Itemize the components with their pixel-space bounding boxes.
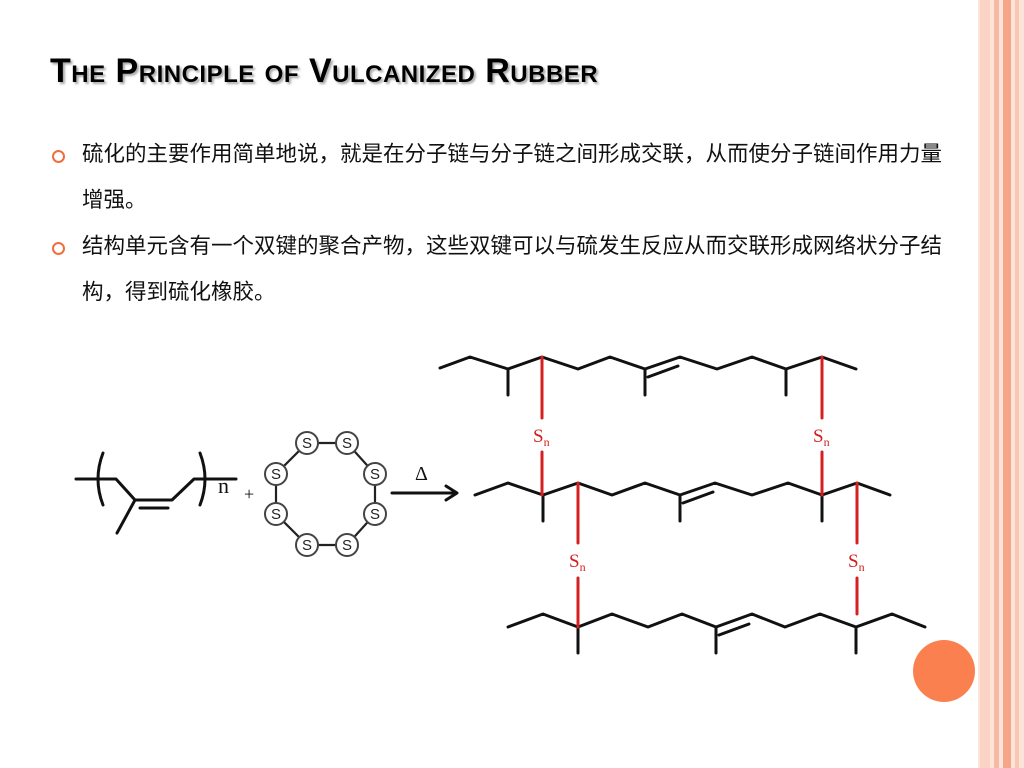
- bullet-text: 硫化的主要作用简单地说，就是在分子链与分子链之间形成交联，从而使分子链间作用力量…: [82, 142, 943, 213]
- sulfur-label: S: [271, 466, 281, 483]
- sulfur-label: S: [302, 435, 312, 452]
- sulfur-atom: [335, 431, 359, 455]
- sulfur-atom: [264, 462, 288, 486]
- sulfur-atom: [295, 533, 319, 557]
- sulfur-label: S: [342, 435, 352, 452]
- sulfur-label: S: [302, 537, 312, 554]
- sulfur-atom: [363, 462, 387, 486]
- sulfur-label: S: [370, 466, 380, 483]
- repeat-subscript: n: [218, 473, 229, 498]
- crosslink-label: Sn: [569, 551, 586, 574]
- sulfur-atom: [295, 431, 319, 455]
- crosslink-label: Sn: [813, 426, 830, 449]
- sulfur-atom: [264, 502, 288, 526]
- decorative-stripes: [978, 0, 1024, 768]
- bullet-item: 硫化的主要作用简单地说，就是在分子链与分子链之间形成交联，从而使分子链间作用力量…: [50, 132, 945, 224]
- bullet-ring-icon: [52, 242, 65, 255]
- sulfur-atom: [363, 502, 387, 526]
- sulfur-label: S: [342, 537, 352, 554]
- vulcanization-diagram: S S S S S S S S n + Δ Sn Sn Sn Sn: [74, 355, 927, 655]
- bullet-text: 结构单元含有一个双键的聚合产物，这些双键可以与硫发生反应从而交联形成网络状分子结…: [82, 234, 943, 305]
- sulfur-label: S: [271, 506, 281, 523]
- heat-symbol: Δ: [415, 463, 428, 485]
- bullet-item: 结构单元含有一个双键的聚合产物，这些双键可以与硫发生反应从而交联形成网络状分子结…: [50, 224, 945, 316]
- sulfur-label: S: [370, 506, 380, 523]
- bullet-list: 硫化的主要作用简单地说，就是在分子链与分子链之间形成交联，从而使分子链间作用力量…: [50, 132, 945, 316]
- crosslink-label: Sn: [848, 551, 865, 574]
- sulfur-atom: [335, 533, 359, 557]
- decorative-orange-circle: [913, 640, 975, 702]
- bullet-ring-icon: [52, 150, 65, 163]
- slide-title: The Principle of Vulcanized Rubber: [50, 52, 599, 90]
- crosslink-label: Sn: [533, 426, 550, 449]
- plus-sign: +: [244, 484, 254, 504]
